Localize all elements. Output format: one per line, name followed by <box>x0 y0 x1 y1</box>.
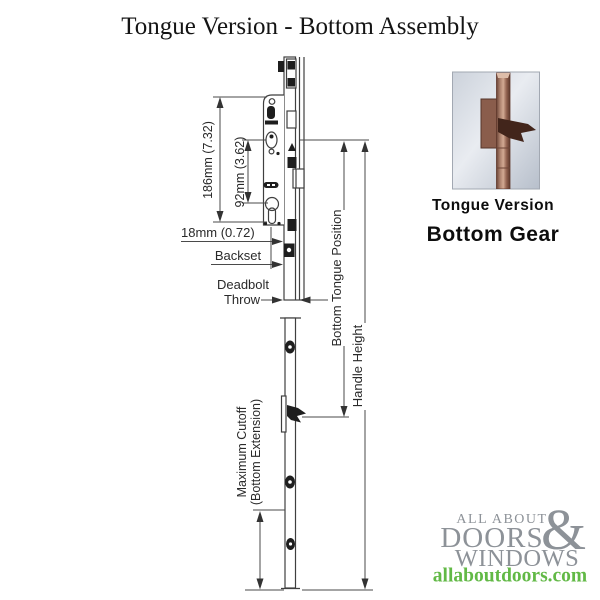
bottom-tongue <box>287 405 306 423</box>
logo-text-all-about: ALL ABOUT <box>456 512 547 527</box>
handle-height-label: Handle Height <box>350 324 365 407</box>
lock-case <box>262 94 284 226</box>
logo-url: allaboutdoors.com <box>433 566 587 587</box>
tongue-bracket <box>280 395 287 433</box>
site-logo: ALL ABOUT & DOORS WINDOWS allaboutdoors.… <box>433 497 587 587</box>
logo-text-windows: WINDOWS <box>455 545 580 572</box>
arrowhead <box>244 140 252 151</box>
arrowhead <box>216 211 224 222</box>
arrowhead <box>361 141 369 152</box>
spindle-slot <box>267 106 275 119</box>
logo-ampersand: & <box>541 497 586 562</box>
deadbolt <box>292 168 305 189</box>
arrowhead <box>299 296 311 304</box>
arrowhead <box>340 141 348 152</box>
bottom-tongue-position-label: Bottom Tongue Position <box>329 209 344 346</box>
dimension-lines <box>181 96 373 591</box>
logo-text-doors: DOORS <box>440 522 543 554</box>
photo-caption: Tongue Version <box>432 197 554 214</box>
arrowhead <box>272 296 283 304</box>
arrowhead <box>216 97 224 108</box>
deadbolt-throw-label-line2: Throw <box>224 292 261 307</box>
maximum-cutoff-label-line1: Maximum Cutoff <box>235 406 249 497</box>
dim-label-92mm: 92mm (3.62) <box>233 137 247 208</box>
top-bracket <box>278 61 284 72</box>
case-screw <box>268 98 276 105</box>
page-title: Tongue Version - Bottom Assembly <box>121 13 479 40</box>
cylinder-tail <box>267 207 277 225</box>
case-pin <box>263 182 279 188</box>
arrowhead <box>340 406 348 417</box>
photo-back-plate <box>480 98 499 149</box>
arrowhead <box>256 578 264 590</box>
deadbolt-throw-label-line1: Deadbolt <box>217 277 269 292</box>
photo-subcaption: Bottom Gear <box>427 223 560 246</box>
lock-drawing <box>262 56 307 590</box>
arrowhead <box>244 192 252 203</box>
backset-label: Backset <box>215 248 262 263</box>
arrowhead <box>272 261 283 268</box>
arrowhead <box>361 578 369 590</box>
product-photo <box>452 71 540 190</box>
arrowhead <box>256 511 264 522</box>
latch-window <box>286 110 297 129</box>
dim-label-186mm: 186mm (7.32) <box>201 121 215 199</box>
dim-label-18mm: 18mm (0.72) <box>181 225 255 240</box>
latch-wedge <box>288 143 296 151</box>
photo-tongue <box>498 118 536 142</box>
arrowhead <box>272 238 283 245</box>
cylinder-hole <box>264 196 280 212</box>
maximum-cutoff-label-line2: (Bottom Extension) <box>249 399 263 505</box>
